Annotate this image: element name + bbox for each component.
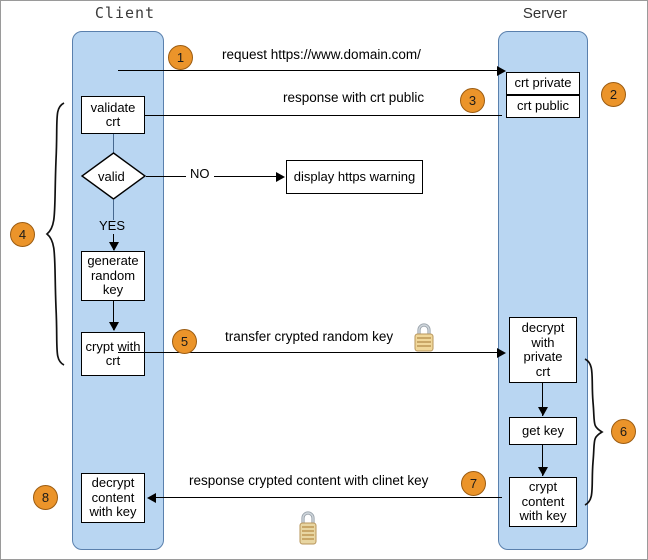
- brace-client-group-4: [44, 100, 66, 368]
- server-box-crt-public: crt public: [506, 95, 580, 118]
- marker-8: 8: [33, 485, 58, 510]
- marker-3: 3: [460, 88, 485, 113]
- server-box-crt-private-label: crt private: [514, 75, 572, 91]
- server-box-get-key: get key: [509, 417, 577, 445]
- server-box-crt-public-label: crt public: [516, 98, 570, 114]
- message-label-3: response with crt public: [283, 90, 425, 105]
- padlock-icon-transfer: [411, 320, 437, 359]
- connector-decrypt-to-getkey: [542, 383, 543, 416]
- message-label-7: response crypted content with clinet key: [189, 473, 429, 488]
- marker-1: 1: [168, 45, 193, 70]
- message-label-5: transfer crypted random key: [225, 329, 394, 344]
- arrow-head-right-no: [276, 171, 285, 182]
- arrow-head-down-crypt: [108, 322, 119, 331]
- arrow-head-right-1: [497, 65, 506, 76]
- arrow-head-down-getkey: [537, 407, 548, 416]
- branch-label-no: NO: [186, 166, 214, 181]
- box-display-https-warning-label: display https warning: [293, 168, 416, 184]
- client-decision-valid-label: valid: [98, 169, 125, 184]
- arrow-head-down-generate: [108, 242, 119, 251]
- connector-generate-to-crypt: [113, 301, 114, 330]
- branch-label-yes: YES: [99, 218, 126, 233]
- connector-valid-to-yes: [113, 200, 114, 220]
- message-arrow-3: [126, 115, 502, 116]
- arrow-head-left-7: [147, 492, 156, 503]
- box-display-https-warning: display https warning: [286, 160, 423, 194]
- marker-7: 7: [461, 471, 486, 496]
- message-arrow-1: [118, 70, 500, 71]
- padlock-icon-response: [295, 507, 321, 552]
- arrow-head-right-5: [497, 347, 506, 358]
- marker-6: 6: [611, 419, 636, 444]
- marker-4: 4: [10, 222, 35, 247]
- message-label-1: request https://www.domain.com/: [222, 47, 421, 62]
- server-box-crt-private: crt private: [506, 72, 580, 95]
- connector-validate-to-valid: [113, 134, 114, 154]
- marker-5: 5: [172, 329, 197, 354]
- message-arrow-7: [155, 497, 502, 498]
- connector-getkey-to-crypt: [542, 445, 543, 476]
- marker-2: 2: [601, 82, 626, 107]
- arrow-head-down-crypt-content: [537, 467, 548, 476]
- lane-title-server: Server: [522, 5, 568, 22]
- brace-server-group-6: [583, 356, 605, 508]
- lane-title-client: Client: [94, 4, 156, 22]
- server-box-get-key-label: get key: [522, 422, 564, 438]
- client-decision-valid: [80, 152, 147, 200]
- message-arrow-5: [118, 352, 500, 353]
